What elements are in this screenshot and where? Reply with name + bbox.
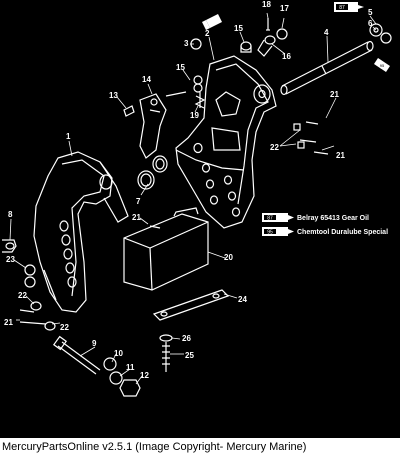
tube-code: 95 xyxy=(380,63,385,68)
part-number-callouts: 1 2 3 4 5 6 7 8 9 10 11 12 13 14 15 15 1… xyxy=(4,0,373,380)
part-number: 12 xyxy=(140,371,149,380)
part-number: 13 xyxy=(109,91,118,100)
legend-label: Chemtool Duralube Special xyxy=(297,229,388,236)
clamp-bracket-left xyxy=(33,151,129,313)
part-number: 2 xyxy=(205,29,210,38)
part-number: 25 xyxy=(185,351,194,360)
part-number: 17 xyxy=(280,4,289,13)
oil-tube-icon: 95 xyxy=(374,58,390,72)
part-number: 3 xyxy=(184,39,189,48)
part-number: 21 xyxy=(330,90,339,99)
legend-item: 87 Belray 65413 Gear Oil xyxy=(262,213,369,222)
part-number: 10 xyxy=(114,349,123,358)
part-number: 18 xyxy=(262,0,271,9)
left-washers xyxy=(24,264,56,331)
sealant-tubes: 87 95 xyxy=(202,2,390,72)
part-number: 23 xyxy=(6,255,15,264)
tilt-tube xyxy=(280,40,374,96)
spring-pin xyxy=(194,92,206,109)
clamp-bracket-right xyxy=(175,55,277,229)
part-number: 26 xyxy=(182,334,191,343)
pin-assembly xyxy=(257,18,288,57)
part-number: 22 xyxy=(270,143,279,152)
leader-lines xyxy=(9,12,377,385)
part-number: 19 xyxy=(190,111,199,120)
part-number: 8 xyxy=(8,210,13,219)
lock-rings xyxy=(137,155,168,190)
part-number: 6 xyxy=(368,19,373,28)
exploded-view-drawing: 87 95 1 2 3 4 5 6 7 8 9 10 11 12 13 14 1… xyxy=(2,0,392,397)
part-number: 15 xyxy=(234,24,243,33)
anode-strip xyxy=(152,289,230,321)
tilt-bolt-assembly xyxy=(52,335,141,397)
part-number: 16 xyxy=(282,52,291,61)
part-number: 14 xyxy=(142,75,151,84)
legend-item: 95 Chemtool Duralube Special xyxy=(262,227,388,236)
part-number: 21 xyxy=(132,213,141,222)
part-number: 22 xyxy=(60,323,69,332)
copyright-caption: MercuryPartsOnline v2.5.1 (Image Copyrig… xyxy=(0,438,400,456)
part-number: 5 xyxy=(368,8,373,17)
part-number: 20 xyxy=(224,253,233,262)
part-number: 24 xyxy=(238,295,247,304)
part-number: 15 xyxy=(176,63,185,72)
legend-code: 87 xyxy=(267,216,273,222)
part-number: 22 xyxy=(18,291,27,300)
tube-code: 87 xyxy=(339,5,345,11)
part-number: 1 xyxy=(66,132,71,141)
part-number: 21 xyxy=(336,151,345,160)
part-number: 4 xyxy=(324,28,329,37)
tilt-lock-lever xyxy=(123,91,187,159)
part-number: 7 xyxy=(136,197,141,206)
lubricant-legend: 87 Belray 65413 Gear Oil 95 Chemtool Dur… xyxy=(262,213,388,236)
grease-tube-icon: 87 xyxy=(334,2,364,12)
part-number: 21 xyxy=(4,318,13,327)
legend-label: Belray 65413 Gear Oil xyxy=(297,215,369,222)
sealant-tube-icon xyxy=(202,14,222,30)
cover-plate xyxy=(123,207,209,291)
small-bolts xyxy=(19,121,329,325)
part-number: 11 xyxy=(126,363,135,372)
legend-code: 95 xyxy=(267,230,273,236)
part-number: 9 xyxy=(92,339,97,348)
